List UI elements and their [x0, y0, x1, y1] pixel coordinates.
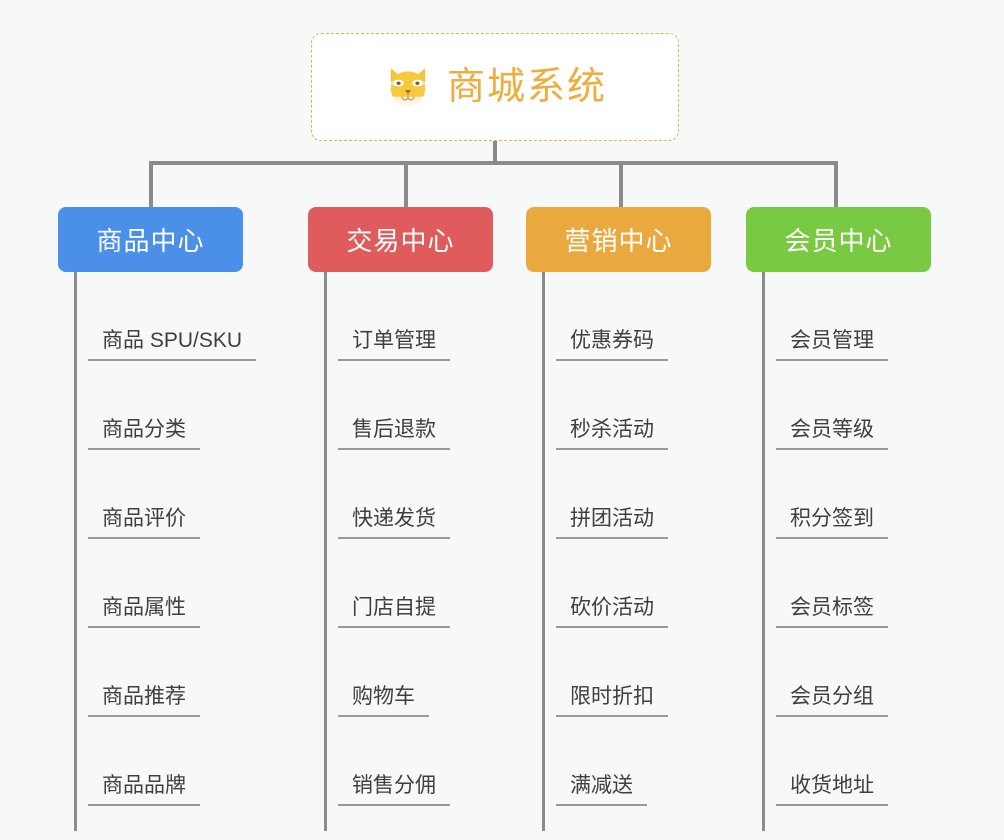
- column-trunk-line: [74, 272, 77, 831]
- column-trunk-line: [762, 272, 765, 831]
- list-item-label: 积分签到: [776, 507, 888, 539]
- column-header-member-center[interactable]: 会员中心: [746, 207, 931, 272]
- list-item-label: 会员等级: [776, 418, 888, 450]
- connector-drop-2: [404, 161, 408, 207]
- list-item-label: 会员标签: [776, 596, 888, 628]
- column-items-trade-center: 订单管理 售后退款 快递发货 门店自提 购物车 销售分佣: [308, 272, 493, 806]
- list-item-label: 商品属性: [88, 596, 200, 628]
- shiba-dog-face-icon: [390, 68, 426, 106]
- root-node-mall-system[interactable]: 商城系统: [311, 33, 679, 141]
- list-item[interactable]: 积分签到: [746, 450, 931, 539]
- column-header-product-center[interactable]: 商品中心: [58, 207, 243, 272]
- connector-horizontal-bus: [150, 161, 836, 165]
- connector-drop-3: [619, 161, 623, 207]
- list-item-label: 门店自提: [338, 596, 450, 628]
- list-item[interactable]: 优惠券码: [526, 272, 711, 361]
- column-items-member-center: 会员管理 会员等级 积分签到 会员标签 会员分组 收货地址: [746, 272, 931, 806]
- list-item[interactable]: 商品评价: [58, 450, 256, 539]
- column-header-label: 营销中心: [564, 226, 673, 256]
- connector-root-stem: [493, 141, 497, 164]
- list-item-label: 商品 SPU/SKU: [88, 329, 257, 361]
- column-product-center: 商品中心 商品 SPU/SKU 商品分类 商品评价 商品属性 商品推荐 商品品牌: [58, 207, 257, 831]
- list-item-label: 会员管理: [776, 329, 888, 361]
- list-item[interactable]: 满减送: [526, 717, 711, 806]
- list-item[interactable]: 销售分佣: [308, 717, 493, 806]
- list-item[interactable]: 订单管理: [308, 272, 493, 361]
- column-header-trade-center[interactable]: 交易中心: [308, 207, 493, 272]
- column-member-center: 会员中心 会员管理 会员等级 积分签到 会员标签 会员分组 收货地址: [746, 207, 931, 831]
- list-item-label: 商品品牌: [88, 774, 200, 806]
- list-item-label: 优惠券码: [556, 329, 668, 361]
- list-item-label: 拼团活动: [556, 507, 668, 539]
- list-item[interactable]: 商品属性: [58, 539, 256, 628]
- list-item[interactable]: 收货地址: [746, 717, 931, 806]
- list-item-label: 售后退款: [338, 418, 450, 450]
- list-item-label: 销售分佣: [338, 774, 450, 806]
- list-item-label: 购物车: [338, 685, 429, 717]
- list-item-label: 商品评价: [88, 507, 200, 539]
- column-trunk-line: [542, 272, 545, 831]
- column-trade-center: 交易中心 订单管理 售后退款 快递发货 门店自提 购物车 销售分佣: [308, 207, 493, 831]
- column-trunk-line: [324, 272, 327, 831]
- list-item[interactable]: 会员管理: [746, 272, 931, 361]
- list-item-label: 商品推荐: [88, 685, 200, 717]
- column-items-product-center: 商品 SPU/SKU 商品分类 商品评价 商品属性 商品推荐 商品品牌: [58, 272, 257, 806]
- column-header-label: 交易中心: [346, 226, 455, 256]
- list-item[interactable]: 会员分组: [746, 628, 931, 717]
- list-item[interactable]: 购物车: [308, 628, 493, 717]
- list-item-label: 收货地址: [776, 774, 888, 806]
- list-item[interactable]: 商品品牌: [58, 717, 256, 806]
- list-item[interactable]: 秒杀活动: [526, 361, 711, 450]
- list-item[interactable]: 商品分类: [58, 361, 256, 450]
- list-item[interactable]: 拼团活动: [526, 450, 711, 539]
- list-item-label: 订单管理: [338, 329, 450, 361]
- list-item[interactable]: 门店自提: [308, 539, 493, 628]
- connector-drop-1: [149, 161, 153, 207]
- list-item[interactable]: 砍价活动: [526, 539, 711, 628]
- list-item[interactable]: 限时折扣: [526, 628, 711, 717]
- list-item[interactable]: 商品 SPU/SKU: [58, 272, 257, 361]
- list-item-label: 砍价活动: [556, 596, 668, 628]
- column-header-label: 会员中心: [784, 226, 893, 256]
- column-marketing-center: 营销中心 优惠券码 秒杀活动 拼团活动 砍价活动 限时折扣 满减送: [526, 207, 711, 831]
- list-item[interactable]: 会员标签: [746, 539, 931, 628]
- list-item-label: 秒杀活动: [556, 418, 668, 450]
- list-item-label: 满减送: [556, 774, 647, 806]
- list-item[interactable]: 商品推荐: [58, 628, 256, 717]
- list-item-label: 会员分组: [776, 685, 888, 717]
- column-header-marketing-center[interactable]: 营销中心: [526, 207, 711, 272]
- column-header-label: 商品中心: [96, 226, 205, 256]
- connector-drop-4: [834, 161, 838, 207]
- list-item-label: 快递发货: [338, 507, 450, 539]
- column-items-marketing-center: 优惠券码 秒杀活动 拼团活动 砍价活动 限时折扣 满减送: [526, 272, 711, 806]
- list-item[interactable]: 会员等级: [746, 361, 931, 450]
- list-item-label: 商品分类: [88, 418, 200, 450]
- root-node-title: 商城系统: [446, 66, 607, 108]
- list-item[interactable]: 售后退款: [308, 361, 493, 450]
- list-item[interactable]: 快递发货: [308, 450, 493, 539]
- list-item-label: 限时折扣: [556, 685, 668, 717]
